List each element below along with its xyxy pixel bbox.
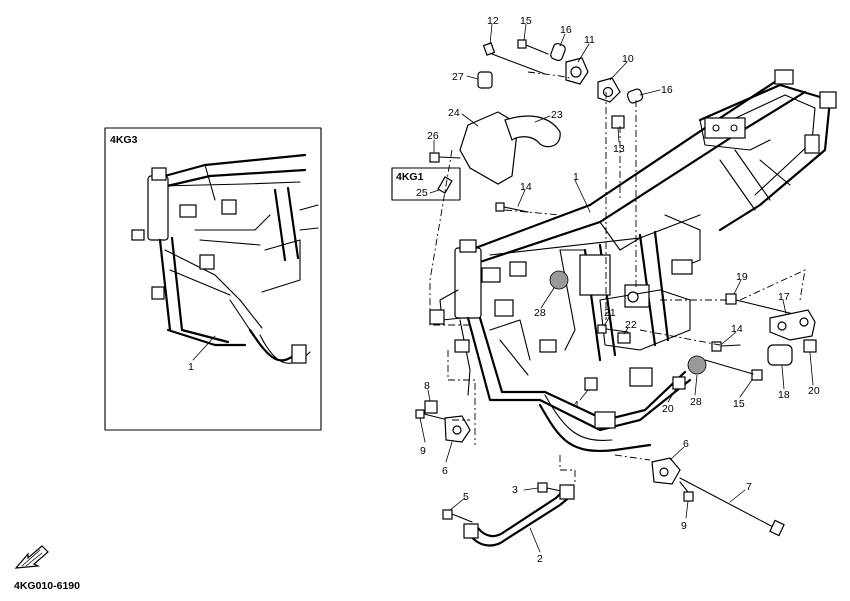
callout-26: 26 [427, 130, 439, 142]
clamp-10 [597, 77, 621, 103]
callout-9-left: 9 [420, 445, 426, 457]
nut-4 [584, 377, 598, 391]
inset-4kg1-border [391, 167, 461, 201]
callout-23: 23 [551, 109, 563, 121]
bolt-15-top [517, 39, 549, 55]
callout-5: 5 [463, 491, 469, 503]
inset-4kg3-leader [192, 335, 216, 361]
bolt-5 [442, 509, 473, 523]
clamp-11 [565, 57, 589, 85]
callout-22: 22 [625, 319, 637, 331]
callout-15-lower: 15 [733, 398, 745, 410]
bolt-21 [597, 324, 629, 334]
collar-18 [767, 344, 793, 366]
callout-13: 13 [613, 143, 625, 155]
inset-4kg3: 4KG3 [104, 127, 322, 431]
inset-frame-drawing [131, 153, 319, 364]
grommet-28-left [549, 270, 569, 290]
callout-2: 2 [537, 553, 543, 565]
inset-4kg3-border [104, 127, 322, 431]
front-arrow-icon [14, 545, 49, 569]
inset-4kg3-callout: 1 [188, 361, 194, 373]
callout-8: 8 [424, 380, 430, 392]
down-tube-2 [463, 484, 575, 547]
callout-7: 7 [746, 481, 752, 493]
callout-14-upper: 14 [520, 181, 532, 193]
leader-lines [419, 23, 814, 553]
long-bolt-12 [482, 42, 546, 75]
callout-12: 12 [487, 15, 499, 27]
callout-24: 24 [448, 107, 460, 119]
bolt-14-lower [711, 341, 741, 352]
bolt-15-lower [704, 359, 763, 381]
bracket-24 [459, 111, 519, 185]
diagram-code: 4KG010-6190 [14, 580, 80, 592]
pin-part [437, 176, 453, 194]
collar-16-top [550, 42, 566, 62]
inset-4kg1: 4KG1 25 [391, 167, 461, 201]
grommet-27 [477, 71, 493, 89]
long-bolt-7 [679, 477, 785, 537]
link-17 [769, 309, 816, 341]
callout-19: 19 [736, 271, 748, 283]
callout-16-top: 16 [560, 24, 572, 36]
bolt-9-right [679, 481, 694, 502]
nut-8 [424, 400, 438, 414]
callout-1: 1 [573, 171, 579, 183]
grommet-28-right [687, 355, 707, 375]
callout-21: 21 [604, 307, 616, 319]
inset-4kg1-model-label: 4KG1 [396, 171, 424, 183]
collar-16-right [626, 88, 644, 104]
main-frame [429, 69, 837, 452]
nut-13 [611, 115, 625, 129]
parts [415, 39, 817, 547]
callout-4: 4 [573, 399, 579, 411]
callout-28-left: 28 [534, 307, 546, 319]
inset-4kg3-model-label: 4KG3 [110, 134, 138, 146]
bolt-14-upper [495, 202, 529, 213]
callout-18: 18 [778, 389, 790, 401]
callout-9-right: 9 [681, 520, 687, 532]
callout-14-lower: 14 [731, 323, 743, 335]
callout-17: 17 [778, 291, 790, 303]
callout-16-right: 16 [661, 84, 673, 96]
callout-15-top: 15 [520, 15, 532, 27]
callout-28-right: 28 [690, 396, 702, 408]
nut-20-right [803, 339, 817, 353]
callout-20-lower: 20 [662, 403, 674, 415]
callout-11: 11 [584, 34, 595, 46]
callout-6-right: 6 [683, 438, 689, 450]
callout-20-right: 20 [808, 385, 820, 397]
inset-4kg1-callout: 25 [416, 187, 428, 199]
nut-20-lower [672, 376, 686, 390]
callout-3: 3 [512, 484, 518, 496]
guide-lines [429, 71, 806, 485]
callout-10: 10 [622, 53, 634, 65]
bolt-26 [429, 152, 461, 163]
callout-27: 27 [452, 71, 464, 83]
nut-22 [617, 332, 631, 344]
callout-labels: 12 15 16 11 10 16 13 27 24 23 26 14 1 28… [420, 15, 820, 565]
callout-6-left: 6 [442, 465, 448, 477]
cover-23 [504, 115, 561, 148]
